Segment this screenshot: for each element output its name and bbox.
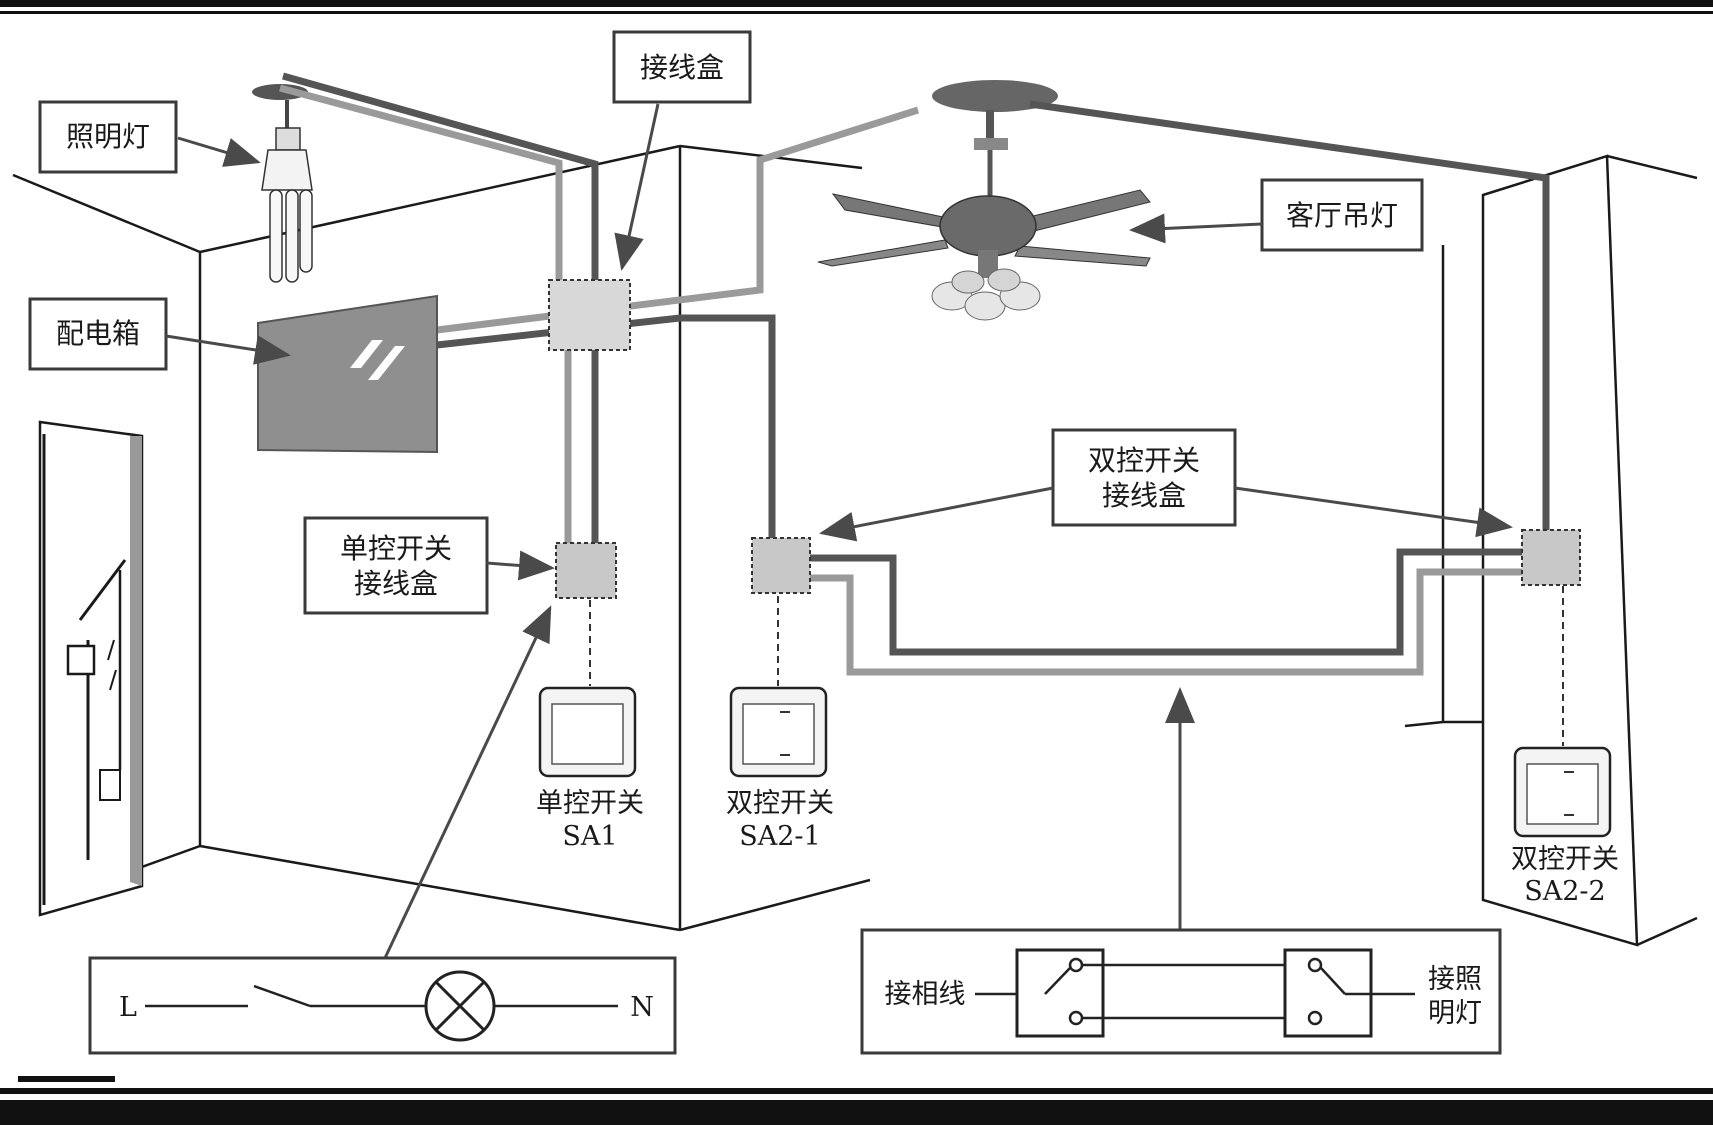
door <box>38 420 144 917</box>
double-switch-box-2 <box>1521 529 1581 586</box>
switch-plate-sa2-1 <box>729 686 828 778</box>
svg-text:单控开关: 单控开关 <box>340 532 452 565</box>
sa1-caption: 单控开关 SA1 <box>536 788 644 852</box>
single-control-circuit: L N <box>88 956 677 1055</box>
svg-text:SA2-1: SA2-1 <box>739 821 820 852</box>
sa2-2-caption: 双控开关 SA2-2 <box>1511 844 1619 907</box>
switch-plate-sa1 <box>538 686 637 778</box>
svg-text:双控开关: 双控开关 <box>1088 444 1200 477</box>
double-control-circuit: 接相线 接照 明灯 <box>860 928 1502 1055</box>
svg-text:双控开关: 双控开关 <box>1511 844 1619 875</box>
svg-text:接线盒: 接线盒 <box>354 567 438 600</box>
switch-drop-lines <box>589 586 1564 746</box>
junction-box <box>548 279 631 351</box>
lighting-lamp-label: 照明灯 <box>38 100 178 174</box>
junction-box-label: 接线盒 <box>612 30 752 104</box>
ceiling-disc-right <box>932 80 1058 112</box>
phase-wire-label: 接相线 <box>885 979 966 1010</box>
svg-text:接线盒: 接线盒 <box>640 51 724 84</box>
svg-text:照明灯: 照明灯 <box>66 120 150 153</box>
neutral-terminal-label: N <box>630 992 654 1023</box>
svg-text:客厅吊灯: 客厅吊灯 <box>1286 199 1398 232</box>
distribution-box <box>257 294 438 454</box>
lamp-terminal-label-1: 接照 <box>1428 964 1482 995</box>
lightbulb-icon <box>261 100 313 283</box>
single-switch-box-label: 单控开关 接线盒 <box>303 516 489 615</box>
svg-text:单控开关: 单控开关 <box>536 788 644 819</box>
svg-text:接线盒: 接线盒 <box>1102 479 1186 512</box>
svg-text:双控开关: 双控开关 <box>726 788 834 819</box>
svg-text:SA1: SA1 <box>562 821 617 852</box>
single-switch-box <box>555 542 617 599</box>
ceiling-disc-left <box>252 84 308 100</box>
live-terminal-label: L <box>119 992 137 1023</box>
svg-text:配电箱: 配电箱 <box>56 317 140 350</box>
ceiling-fan-lamp-icon <box>817 110 1151 321</box>
room-walls <box>12 144 1698 947</box>
sa2-1-caption: 双控开关 SA2-1 <box>726 788 834 852</box>
switch-plate-sa2-2 <box>1513 746 1612 838</box>
double-switch-box-label: 双控开关 接线盒 <box>1051 428 1237 527</box>
lamp-terminal-label-2: 明灯 <box>1428 998 1482 1029</box>
distribution-box-label: 配电箱 <box>28 297 168 371</box>
double-switch-box-1 <box>751 537 811 594</box>
pointer-arrows <box>165 103 1513 959</box>
svg-text:SA2-2: SA2-2 <box>1524 876 1605 907</box>
living-room-lamp-label: 客厅吊灯 <box>1260 178 1424 252</box>
